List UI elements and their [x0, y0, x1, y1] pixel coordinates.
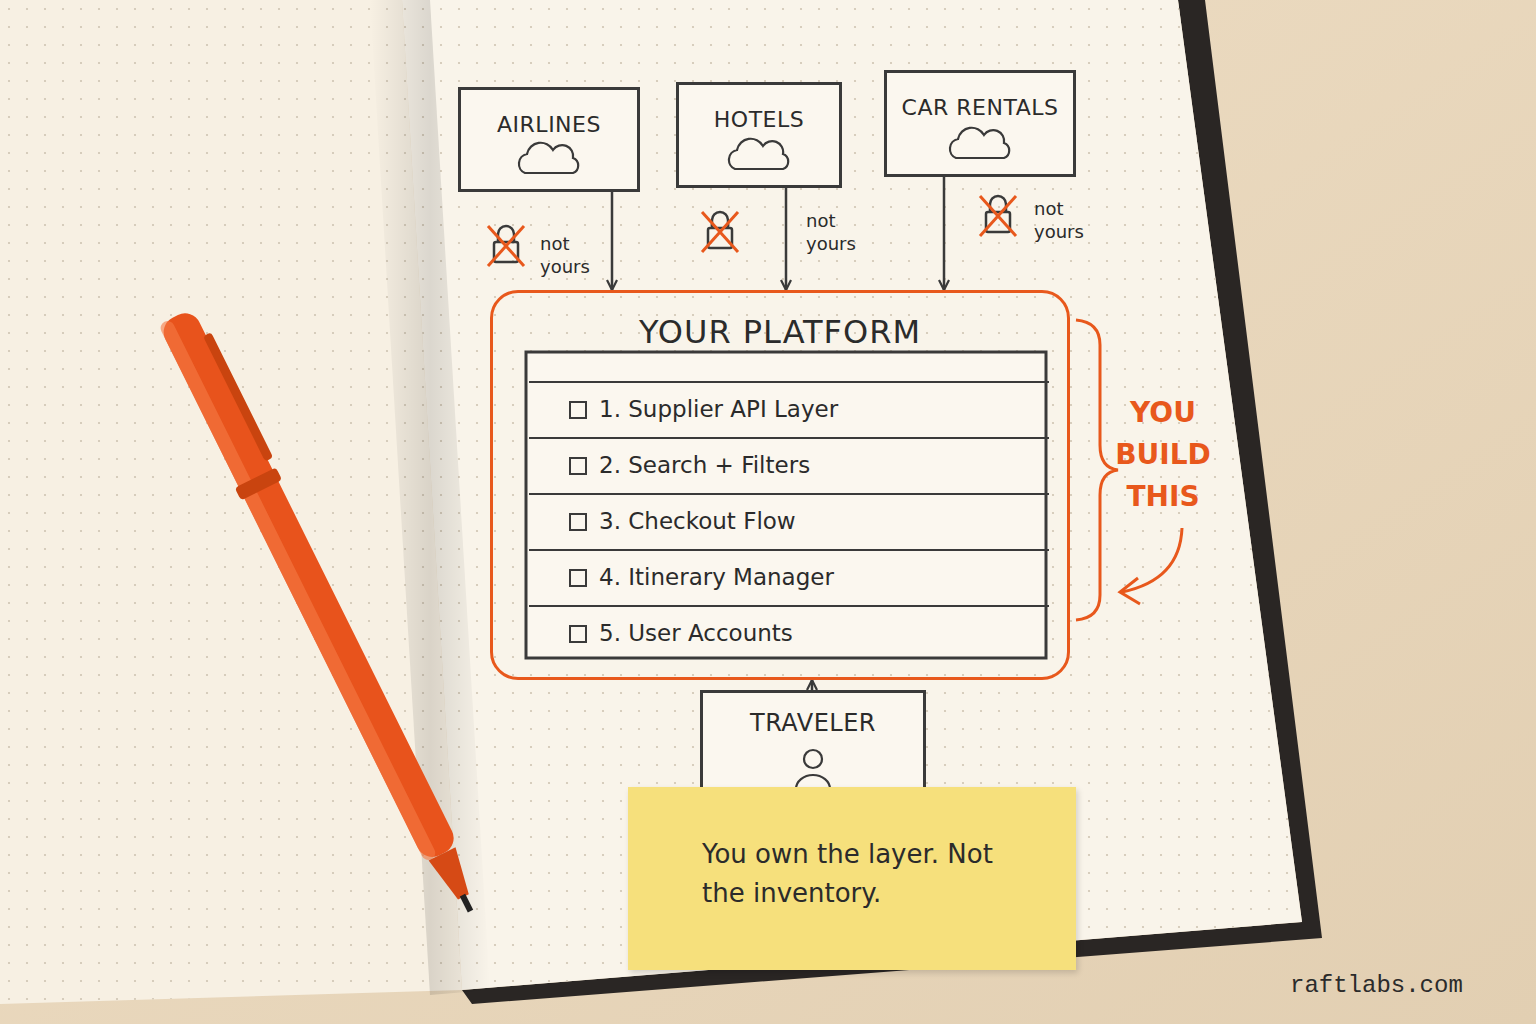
- not-yours-note: not yours: [540, 233, 623, 278]
- row-box: 3. Checkout Flow: [529, 493, 1049, 549]
- row-box: 2. Search + Filters: [529, 437, 1049, 493]
- cloud-icon: [679, 85, 845, 191]
- checkbox: [569, 401, 587, 419]
- component-table: [526, 352, 1046, 658]
- checkbox: [569, 569, 587, 587]
- node-text: 4. Itinerary Manager: [599, 564, 834, 590]
- supplier-box: CAR RENTALS: [884, 70, 1076, 177]
- not-yours-note: not yours: [1034, 198, 1117, 243]
- row-box: 1. Supplier API Layer: [529, 381, 1049, 437]
- traveler-box: TRAVELER: [700, 690, 926, 796]
- node-text: AIRLINES: [461, 90, 637, 137]
- arrow-connector: [785, 188, 788, 290]
- row-box: 4. Itinerary Manager: [529, 549, 1049, 605]
- curved-arrowhead: [1120, 578, 1140, 604]
- arrow-connector: [943, 177, 946, 290]
- crossed-lock: [980, 196, 1016, 236]
- platform-box: YOUR PLATFORM 1. Supplier API Layer 2. Sea…: [490, 290, 1070, 680]
- build-callout: YOU BUILD THIS: [1108, 392, 1218, 518]
- node-text: You own the layer. Not the inventory.: [702, 835, 1002, 913]
- checkbox: [569, 513, 587, 531]
- node-text: YOUR PLATFORM: [493, 293, 1067, 351]
- crossed-lock: [488, 226, 524, 266]
- node-text: HOTELS: [679, 85, 839, 132]
- node-text: CAR RENTALS: [887, 73, 1073, 120]
- row-box: 5. User Accounts: [529, 605, 1049, 661]
- node-text: TRAVELER: [703, 693, 923, 737]
- watermark: raftlabs.com: [1290, 972, 1463, 999]
- node-text: 1. Supplier API Layer: [599, 396, 838, 422]
- arrow-connector: [611, 192, 614, 290]
- supplier-box: HOTELS: [676, 82, 842, 188]
- right-page: [402, 0, 1302, 990]
- cloud-icon: [887, 73, 1079, 180]
- node-text: 3. Checkout Flow: [599, 508, 796, 534]
- orange-pen: [155, 305, 493, 921]
- sticky-box: You own the layer. Not the inventory.: [628, 787, 1076, 970]
- cloud-icon: [461, 90, 643, 195]
- supplier-box: AIRLINES: [458, 87, 640, 192]
- checkbox: [569, 625, 587, 643]
- node-text: 5. User Accounts: [599, 620, 793, 646]
- bracket: [1076, 320, 1118, 620]
- arrow-connector: [811, 680, 814, 690]
- person-icon: [703, 693, 929, 799]
- not-yours-note: not yours: [806, 210, 889, 255]
- crossed-lock: [702, 212, 738, 252]
- checkbox: [569, 457, 587, 475]
- node-text: 2. Search + Filters: [599, 452, 810, 478]
